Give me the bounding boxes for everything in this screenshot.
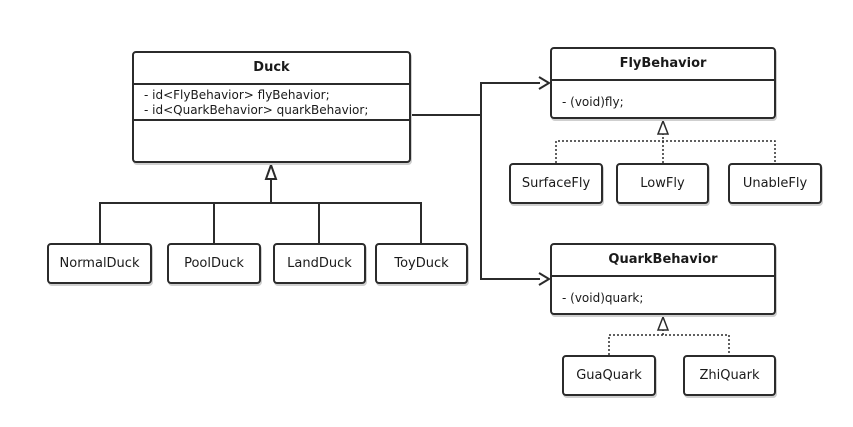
class-flybehavior: FlyBehavior - (void)fly; — [550, 47, 776, 119]
realization-line-surfacefly — [555, 140, 776, 163]
class-zhiquark: ZhiQuark — [683, 355, 776, 396]
class-lowfly: LowFly — [616, 163, 709, 204]
class-duck-divider — [134, 119, 409, 121]
class-flybehavior-name: FlyBehavior — [619, 56, 707, 71]
class-quarkbehavior-method: - (void)quark; — [562, 291, 644, 305]
class-duck-attribute: - id<QuarkBehavior> quarkBehavior; — [144, 103, 369, 117]
inheritance-arrowhead — [264, 162, 278, 180]
class-quarkbehavior: QuarkBehavior - (void)quark; — [550, 243, 776, 315]
class-guaquark: GuaQuark — [562, 355, 656, 396]
association-arrowhead-quark — [538, 272, 551, 286]
class-flybehavior-method: - (void)fly; — [562, 95, 624, 109]
inheritance-line-toyduck — [271, 202, 422, 243]
association-line-quark — [480, 115, 540, 280]
class-toyduck: ToyDuck — [375, 243, 468, 284]
class-unablefly: UnableFly — [728, 163, 822, 204]
class-quarkbehavior-name: QuarkBehavior — [608, 252, 718, 267]
class-normalduck: NormalDuck — [47, 243, 152, 284]
class-duck: Duck - id<FlyBehavior> flyBehavior; - id… — [132, 51, 411, 163]
realization-arrowhead-fly — [656, 118, 670, 135]
realization-arrowhead-quark — [656, 314, 670, 331]
class-duck-attribute: - id<FlyBehavior> flyBehavior; — [144, 88, 330, 102]
class-surfacefly: SurfaceFly — [509, 163, 603, 204]
class-flybehavior-divider — [552, 79, 774, 81]
class-duck-name: Duck — [253, 60, 290, 75]
association-arrowhead-fly — [538, 76, 551, 90]
class-poolduck: PoolDuck — [167, 243, 261, 284]
class-landduck: LandDuck — [273, 243, 366, 284]
realization-line-guaquark — [608, 334, 730, 355]
class-duck-divider — [134, 83, 409, 85]
inheritance-line-normalduck — [99, 202, 271, 243]
class-quarkbehavior-divider — [552, 275, 774, 277]
association-line-fly — [411, 82, 540, 116]
